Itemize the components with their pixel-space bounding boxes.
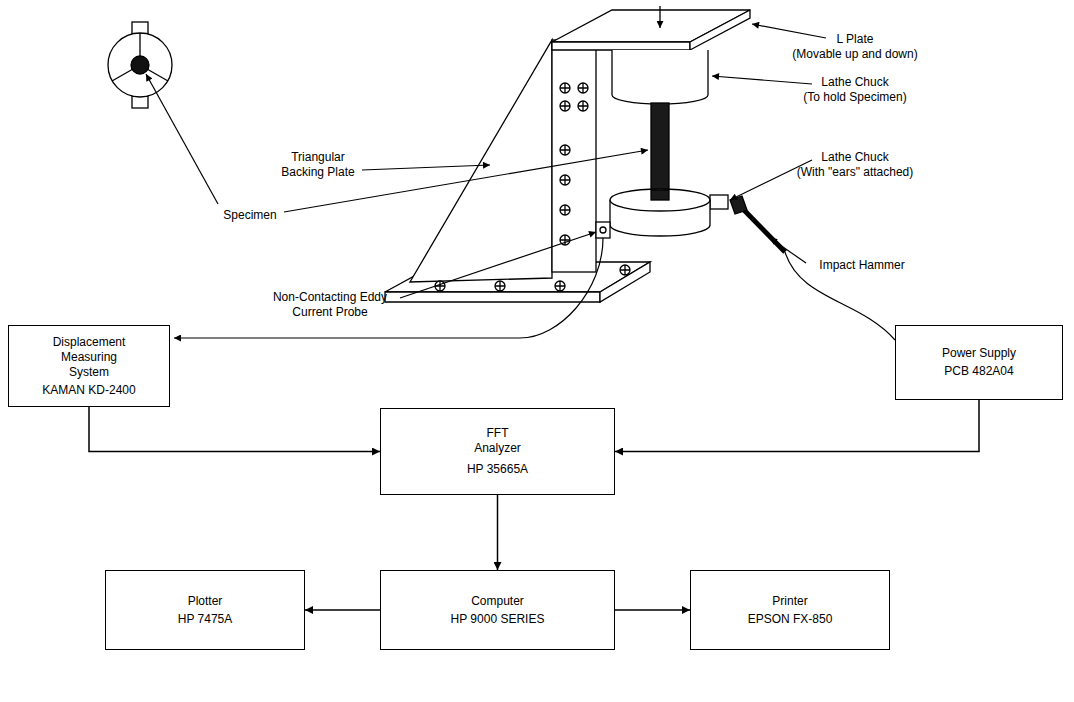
triangular-plate: [410, 40, 552, 282]
model-number: HP 35665A: [467, 462, 528, 477]
lower-chuck: [610, 189, 728, 236]
eddy-current-probe: [596, 222, 610, 238]
leader-line: [400, 232, 596, 298]
box-heading: Printer: [772, 594, 807, 609]
specimen-rod: [651, 103, 669, 197]
part-label: Triangular Backing Plate: [278, 150, 358, 180]
upper-chuck: [612, 50, 708, 104]
instrument-box: Plotter HP 7475A: [105, 570, 305, 650]
instrument-box: Displacement Measuring SystemKAMAN KD-24…: [8, 325, 170, 407]
part-label: Non-Contacting Eddy Current Probe: [263, 290, 398, 320]
box-heading: Plotter: [188, 594, 223, 609]
instrument-box: Computer HP 9000 SERIES: [380, 570, 615, 650]
part-label: Specimen: [223, 208, 276, 223]
model-number: EPSON FX-850: [748, 612, 833, 627]
leader-line: [146, 74, 218, 204]
box-heading: Power Supply: [942, 346, 1016, 361]
leader-line: [770, 238, 806, 263]
signal-connector: [89, 407, 380, 452]
instrument-box: PrinterEPSON FX-850: [690, 570, 890, 650]
load-arrow: [659, 6, 660, 28]
chuck-top-view: [108, 22, 172, 108]
part-label: (With "ears" attached): [797, 165, 914, 180]
model-number: PCB 482A04: [944, 364, 1013, 379]
part-label: Lathe Chuck: [821, 75, 888, 90]
box-heading: Computer: [471, 594, 524, 609]
part-label: (To hold Specimen): [803, 90, 906, 105]
instrument-box: Power SupplyPCB 482A04: [895, 325, 1063, 400]
model-number: HP 7475A: [178, 612, 233, 627]
signal-connector: [615, 400, 979, 452]
signal-connector: [497, 495, 499, 570]
leader-line: [752, 24, 826, 38]
signal-connector: [305, 609, 380, 611]
signal-connector: [615, 609, 690, 611]
part-label: Impact Hammer: [819, 258, 904, 273]
box-heading: FFT Analyzer: [468, 426, 528, 456]
box-heading: Displacement Measuring System: [44, 335, 134, 380]
leader-line: [712, 76, 812, 84]
part-label: Lathe Chuck: [821, 150, 888, 165]
probe-cable: [174, 238, 603, 338]
l-plate: [552, 10, 750, 50]
impact-hammer: [730, 196, 785, 252]
part-label: L Plate: [837, 32, 874, 47]
instrument-box: FFT Analyzer HP 35665A: [380, 408, 615, 495]
model-number: HP 9000 SERIES: [451, 612, 545, 627]
leader-line: [362, 165, 490, 170]
part-label: (Movable up and down): [792, 47, 917, 62]
vertical-plate: [552, 40, 596, 272]
model-number: KAMAN KD-2400: [42, 383, 135, 398]
